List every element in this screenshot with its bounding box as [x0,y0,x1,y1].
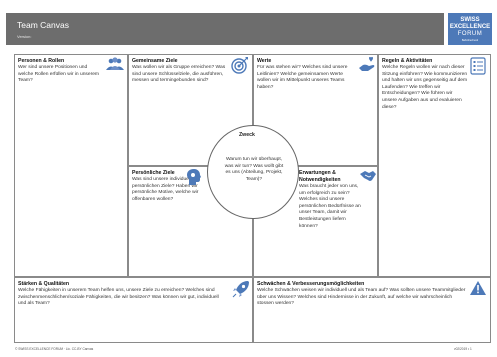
cell-regeln [378,54,491,277]
cell-staerken [14,277,253,343]
werte-body: Für was stehen wir? Welches sind unsere … [257,65,348,90]
cell-werte [253,54,378,166]
zweck-title: Zweck [239,132,255,138]
zweck-body: Warum tun wir überhaupt, was wir tun? Wa… [224,157,284,182]
footer-page: v02/2019 • 1 [454,347,472,351]
cell-schwaechen [253,277,491,343]
zweck-circle [207,125,299,219]
schwaechen-title: Schwächen & Verbesserungsmöglichkeiten [257,281,365,287]
cell-ziele [128,54,253,166]
handshake-icon [360,171,376,181]
hand-heart-icon [359,56,375,71]
checklist-icon [470,57,486,75]
ziele-body: Was wollen wir als Gruppe erreichen? Was… [132,65,226,84]
erwartungen-title: Erwartungen & Notwendigkeiten [299,170,341,183]
persoenlich-body: Was sind unsere individuellen persönlich… [132,177,199,202]
werte-title: Werte [257,58,272,64]
brain-icon [187,169,201,185]
version-label: Version: [17,34,32,39]
footer-copyright: © SWISS EXCELLENCE FORUM · Lic. CC-BY Ca… [15,347,94,351]
staerken-title: Stärken & Qualitäten [18,281,70,287]
header-bar: Team Canvas Version: [6,13,444,45]
ziele-title: Gemeinsame Ziele [132,58,178,64]
staerken-body: Welche Fähigkeiten in unserem Team helfe… [18,288,219,307]
cell-personen [14,54,128,277]
regeln-title: Regeln & Aktivitäten [382,58,433,64]
persoenlich-title: Persönliche Ziele [132,170,175,176]
page-title: Team Canvas [17,20,69,30]
personen-body: Wer sind unsere Positionen und welche Ro… [18,65,100,84]
cell-persoenlich [128,166,253,277]
personen-title: Personen & Rollen [18,58,65,64]
schwaechen-body: Welche Schwächen weisen wir individuell … [257,288,466,307]
people-icon [106,57,124,70]
target-icon [231,57,248,74]
brand-logo: SWISS EXCELLENCE FORUM Bahnbrechend [448,13,492,45]
erwartungen-body: Was braucht jeder von uns, um erfolgreic… [299,184,361,229]
rocket-icon [232,281,249,298]
regeln-body: Welche Regeln wollen wir nach dieser Sit… [382,65,468,110]
warning-icon [470,281,486,295]
cell-erwartungen [253,166,378,277]
